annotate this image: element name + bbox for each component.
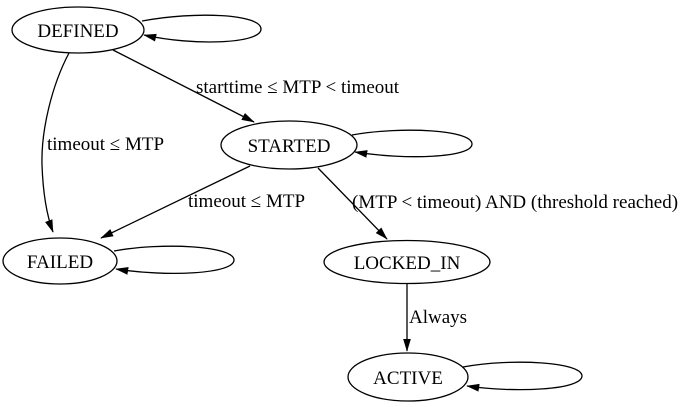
node-label-locked-in: LOCKED_IN [354,253,461,274]
state-node-locked-in: LOCKED_IN [323,239,491,285]
node-label-failed: FAILED [27,252,93,273]
edge-started-to-locked-in [317,167,388,240]
node-label-started: STARTED [248,136,331,157]
edge-label-group: starttime ≤ MTP < timeout timeout ≤ MTP … [47,77,678,328]
edge-active-self-loop [462,361,583,392]
node-ellipse-failed [2,237,118,285]
edge-defined-self-loop [141,14,262,43]
node-ellipse-locked-in [323,239,491,285]
node-ellipse-active [347,352,469,402]
edge-label-started-locked-in: (MTP < timeout) AND (threshold reached) [352,192,678,213]
node-group: DEFINED STARTED FAILED LOCKED_IN ACTIVE [2,6,491,402]
edge-failed-self-loop [113,245,235,275]
state-node-active: ACTIVE [347,352,469,402]
edge-started-self-loop [351,129,473,158]
edge-label-defined-failed: timeout ≤ MTP [47,134,164,155]
edge-label-locked-in-active: Always [409,307,467,328]
state-node-defined: DEFINED [11,6,145,54]
edge-defined-to-started [112,49,255,123]
node-ellipse-defined [11,6,145,54]
state-node-started: STARTED [220,120,358,170]
node-ellipse-started [220,120,358,170]
edge-label-started-failed: timeout ≤ MTP [188,191,305,212]
edge-label-defined-started: starttime ≤ MTP < timeout [196,77,400,98]
edge-defined-to-failed [41,52,70,233]
edge-started-to-failed [100,165,251,239]
state-node-failed: FAILED [2,237,118,285]
edge-group [41,14,583,392]
node-label-active: ACTIVE [373,368,443,389]
node-label-defined: DEFINED [37,21,118,42]
